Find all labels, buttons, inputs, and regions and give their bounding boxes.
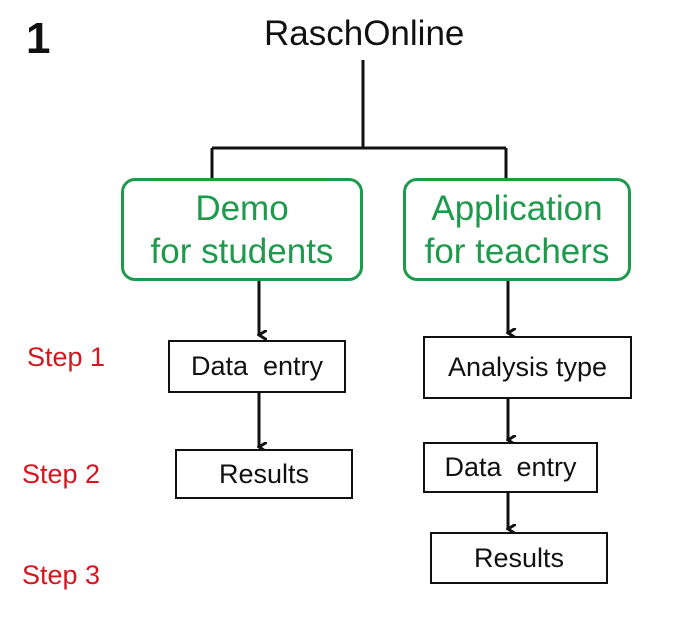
demo-title-line1: Demo: [195, 188, 289, 228]
application-box: Application for teachers: [403, 178, 631, 281]
panel-number: 1: [26, 14, 51, 63]
demo-step-data-entry: Data entry: [168, 340, 346, 393]
application-title-line1: Application: [431, 188, 603, 228]
app-step-analysis-type: Analysis type: [423, 336, 632, 399]
demo-title-line2: for students: [150, 231, 334, 271]
app-step-results: Results: [430, 532, 608, 584]
demo-box: Demo for students: [121, 178, 363, 281]
step-label-2: Step 2: [22, 459, 101, 489]
step-label-1: Step 1: [27, 342, 106, 372]
root-title: RaschOnline: [264, 14, 465, 53]
app-step-data-entry: Data entry: [423, 442, 598, 493]
step-label-3: Step 3: [22, 560, 101, 590]
application-title-line2: for teachers: [424, 231, 610, 271]
demo-step-results: Results: [175, 449, 353, 499]
